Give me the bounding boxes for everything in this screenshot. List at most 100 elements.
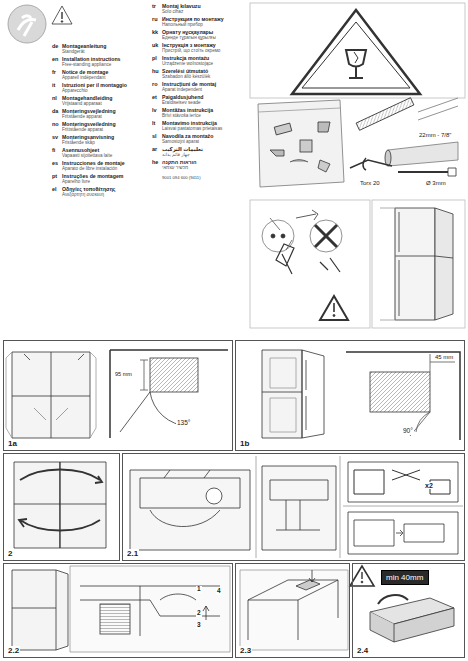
panel-number: 2.1 [126, 549, 139, 558]
subtitle-text: Fristående skåp [62, 141, 95, 146]
title-text: Montavimo instrukcija [162, 121, 217, 126]
panel-frame: 2.4 min 40mm [352, 563, 465, 658]
language-code: pl [152, 56, 157, 62]
title-text: Інструкція з монтажу [162, 43, 216, 48]
callout-number: 2 [196, 610, 202, 617]
title-text: Notice de montage [62, 70, 108, 75]
language-code: lt [152, 121, 155, 127]
title-text: Monteringsanvisning [62, 135, 114, 140]
title-text: Installation instructions [62, 57, 121, 62]
language-code: ru [152, 17, 158, 23]
subtitle-text: Напольный прибор [162, 23, 203, 28]
title-text: Montaj kılavuzu [162, 4, 201, 9]
subtitle-text: Standgerät [62, 50, 84, 55]
subtitle-text: جهاز قائم بذاته [162, 153, 190, 158]
title-text: Орнату нұсқаулары [162, 30, 213, 35]
panel-frame: 1a [3, 340, 233, 451]
language-code: kk [152, 30, 158, 36]
subtitle-text: Aparato de libre instalación [62, 167, 117, 172]
panel-number: 2 [7, 549, 13, 558]
language-code: el [52, 187, 57, 193]
title-text: Monteringsvejledning [62, 109, 116, 114]
title-text: Instruções de montagem [62, 174, 123, 179]
language-code: da [52, 109, 58, 115]
subtitle-text: Еденде тұратын құрылғы [162, 36, 216, 41]
part-number: 9001 094 600 (9411) [162, 176, 201, 180]
tool-label: Ø 3mm [426, 180, 446, 186]
panel-number: 1b [239, 439, 250, 448]
title-text: Navodila za montažo [162, 134, 213, 139]
title-text: Paigaldusjuhend [162, 95, 204, 100]
language-code: hu [152, 69, 159, 75]
title-text: Asennusohjeet [62, 148, 99, 153]
quantity-label: x2 [424, 482, 434, 489]
title-text: تعليمات التركيب [162, 147, 203, 152]
title-text: Instrucciones de montaje [62, 161, 125, 166]
angle-label: 135° [176, 420, 191, 427]
subtitle-text: Пристрій, що стоїть окремо [162, 49, 220, 54]
language-code: fi [52, 148, 55, 154]
subtitle-text: Appareil indépendant [62, 76, 105, 81]
subtitle-text: Frittstående apparat [62, 128, 103, 133]
subtitle-text: מכשיר עצמאי [162, 166, 188, 171]
dimension: 95 mm [114, 372, 133, 378]
subtitle-text: Ανεξάρτητη συσκευή [62, 193, 104, 198]
warning-text: min 40mm [382, 571, 428, 584]
title-text: Instrukcja montażu [162, 56, 209, 61]
title-text: Szerelési útmutató [162, 69, 208, 74]
language-code: en [52, 57, 58, 63]
dimension: 45 mm [434, 354, 454, 360]
drawing [6, 3, 465, 652]
language-code: es [52, 161, 58, 167]
subtitle-text: Fritstående apparat [62, 115, 102, 120]
title-text: הוראות התקנה [162, 160, 197, 165]
panel-frame: 2.1 [122, 453, 465, 561]
callout-number: 4 [216, 588, 222, 595]
subtitle-text: Vapaasti sijoitettava laite [62, 154, 112, 159]
subtitle-text: Aparat independent [162, 88, 202, 93]
subtitle-text: Samostojni aparat [162, 140, 199, 145]
panel-number: 1a [7, 439, 18, 448]
title-text: Monteringsveiledning [62, 122, 116, 127]
language-code: sl [152, 134, 157, 140]
language-code: no [52, 122, 59, 128]
language-code: ro [152, 82, 158, 88]
language-code: de [52, 44, 58, 50]
subtitle-text: Apparecchio [62, 89, 88, 94]
panel-number: 2.4 [356, 646, 369, 655]
language-code: tr [152, 4, 156, 10]
title-text: Montageanleitung [62, 44, 106, 49]
subtitle-text: Brīvi stāvoša ierīce [162, 114, 201, 119]
subtitle-text: Free-standing appliance [62, 63, 111, 68]
subtitle-text: Eraldiseisev seade [162, 101, 201, 106]
subtitle-text: Laisvai pastatomas prietaisas [162, 127, 222, 132]
language-code: sv [52, 135, 58, 141]
title-text: Οδηγίες τοποθέτησης [62, 187, 116, 192]
subtitle-text: Szabadon álló készülék [162, 75, 210, 80]
title-text: Montagehandleiding [62, 96, 112, 101]
language-code: ar [152, 147, 157, 153]
angle-label: 90° [402, 428, 414, 435]
subtitle-text: Vrijstaand apparaat [62, 102, 102, 107]
subtitle-text: Aparelho livre [62, 180, 90, 185]
language-code: nl [52, 96, 57, 102]
callout-number: 1 [196, 586, 202, 593]
dimension: 22mm - 7/8" [418, 132, 452, 138]
title-text: Montāžas instrukcija [162, 108, 213, 113]
panel-number: 2.2 [7, 646, 20, 655]
language-code: pt [52, 174, 57, 180]
title-text: Инструкция по монтажу [162, 17, 224, 22]
language-code: fr [52, 70, 56, 76]
panel-frame: 2 [3, 453, 120, 561]
language-code: lv [152, 108, 157, 114]
language-code: et [152, 95, 157, 101]
tool-label: Torx 20 [360, 180, 380, 186]
panel-number: 2.3 [239, 646, 252, 655]
panel-frame: 1b [235, 340, 465, 451]
language-code: uk [152, 43, 158, 49]
title-text: Istruzioni per il montaggio [62, 83, 127, 88]
warning-box: min 40mm [381, 570, 429, 585]
callout-number: 3 [196, 622, 202, 629]
subtitle-text: Solo cihaz [162, 10, 183, 15]
language-code: it [52, 83, 55, 89]
